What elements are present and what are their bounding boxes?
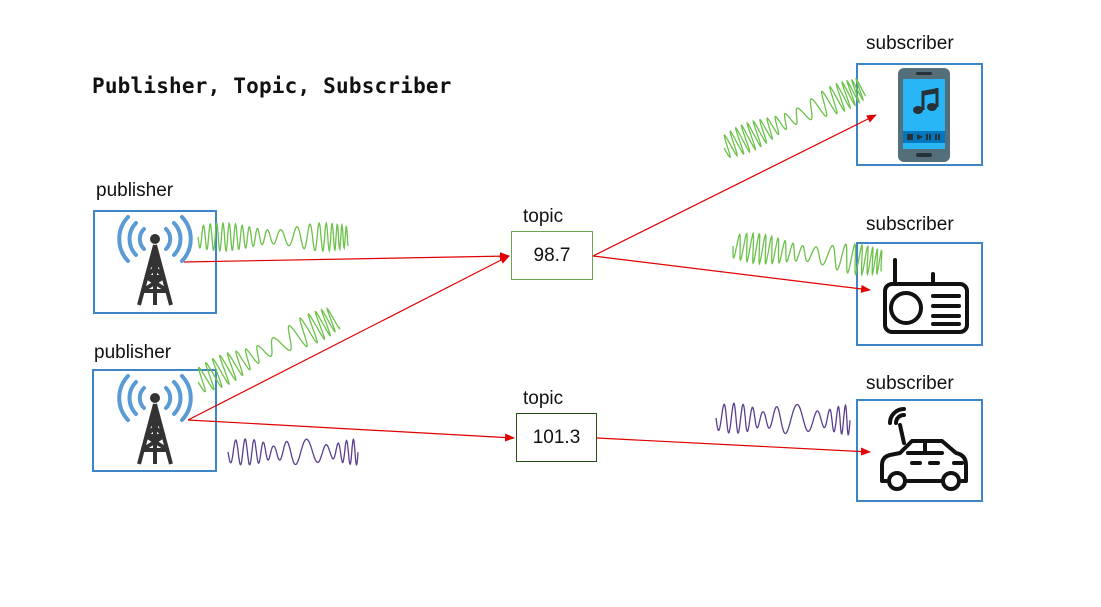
smartphone-music-icon: [898, 68, 950, 162]
publisher-2-box: [92, 369, 217, 472]
arrow-publisher2-topic2: [187, 419, 515, 442]
publisher-2-label: publisher: [94, 342, 172, 363]
diagram-title: Publisher, Topic, Subscriber: [92, 74, 452, 98]
radio-tower-icon: [117, 215, 193, 306]
subscriber-1-label: subscriber: [866, 33, 954, 54]
publisher-1-label: publisher: [96, 180, 174, 201]
subscriber-2-label: subscriber: [866, 214, 954, 235]
subscriber-1-box: [856, 63, 983, 166]
wave-subscriber3: [715, 402, 851, 436]
radio-tower-icon: [117, 374, 193, 465]
topic-1-label: topic: [523, 206, 564, 227]
topic-1-box: 98.7: [511, 231, 593, 280]
wave-publisher2-purple: [227, 437, 359, 466]
subscriber-3-box: [856, 399, 983, 502]
wave-subscriber2: [732, 231, 883, 277]
arrow-topic1-subscriber1: [592, 114, 877, 257]
subscriber-3-label: subscriber: [866, 373, 954, 394]
subscriber-2-box: [856, 242, 983, 346]
arrow-publisher1-topic1: [183, 252, 510, 263]
topic-2-box: 101.3: [516, 413, 597, 462]
wave-publisher1: [197, 221, 349, 253]
topic-2-value: 101.3: [532, 426, 581, 448]
connected-car-icon: [880, 407, 968, 491]
topic-2-label: topic: [523, 388, 564, 409]
wave-publisher2-green: [197, 306, 341, 393]
publisher-1-box: [93, 210, 217, 314]
topic-1-value: 98.7: [533, 244, 571, 266]
arrow-publisher2-topic1: [187, 255, 510, 421]
arrow-topic2-subscriber3: [596, 437, 871, 456]
wave-subscriber1: [723, 77, 867, 159]
arrow-topic1-subscriber2: [592, 255, 871, 293]
radio-icon: [883, 258, 969, 334]
